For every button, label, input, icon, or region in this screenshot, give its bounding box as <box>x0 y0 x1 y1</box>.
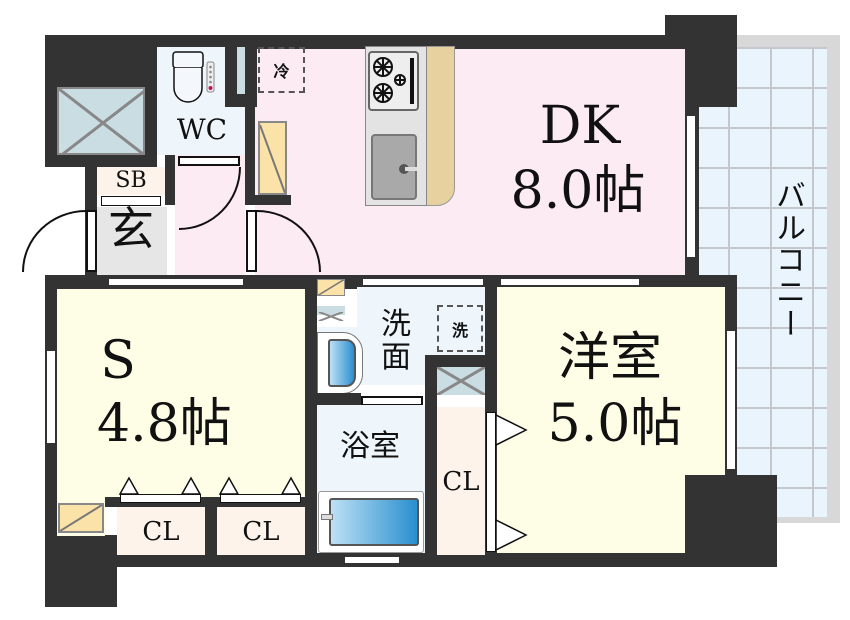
room-washroom-name-1: 洗 <box>381 307 411 342</box>
closet-s-left-label: CL <box>142 517 180 547</box>
closet-s-right: CL <box>217 507 305 555</box>
stove <box>368 51 419 111</box>
s-cabinet <box>58 503 104 533</box>
wall-wash-right <box>425 355 437 565</box>
wc-door[interactable] <box>178 156 240 166</box>
room-s-name: S <box>100 331 136 391</box>
wash-basin <box>317 332 363 394</box>
front-door[interactable] <box>86 210 97 272</box>
window-bath[interactable] <box>344 556 400 564</box>
cabinet-small <box>317 279 345 296</box>
room-wc-name: WC <box>176 113 228 146</box>
room-s <box>57 289 305 501</box>
column-bottom-right-top <box>685 475 777 567</box>
dk-door[interactable] <box>246 210 257 272</box>
pipe-shaft-wc <box>237 47 245 94</box>
closet-western-door-markers <box>496 414 528 550</box>
window-western-balcony[interactable] <box>726 330 736 470</box>
wall-s-wash <box>305 275 317 565</box>
room-dk-name: DK <box>539 96 621 156</box>
sliding-door-washroom[interactable] <box>362 278 484 286</box>
balcony-label: バルコニー <box>770 180 805 340</box>
wall-wash-bath <box>317 393 361 405</box>
room-dk <box>255 49 685 275</box>
shoe-box: SB <box>97 167 165 195</box>
sliding-door-s-dk[interactable] <box>108 278 244 286</box>
bath-faucet-icon <box>321 514 333 520</box>
closet-western-label: CL <box>442 467 480 497</box>
bathtub <box>318 491 424 553</box>
faucet-spout <box>405 167 417 171</box>
shoe-box-label: SB <box>115 168 147 193</box>
room-bath-name: 浴室 <box>340 429 400 464</box>
room-entrance <box>97 207 167 275</box>
fridge-space: 冷 <box>258 47 305 93</box>
window-dk-balcony[interactable] <box>686 115 696 258</box>
kitchen-cabinet <box>258 121 287 195</box>
room-western-size: 5.0帖 <box>547 394 683 454</box>
wash-basin-bowl <box>328 339 356 387</box>
closet-divider <box>205 497 217 555</box>
column-bottom-left <box>45 535 117 607</box>
room-western-name: 洋室 <box>557 328 662 388</box>
faucet-icon <box>399 164 409 174</box>
shoe-box-doors <box>101 196 161 206</box>
washer-space: 洗 <box>437 305 483 352</box>
room-washroom-name-2: 面 <box>381 340 411 375</box>
closet-s-right-label: CL <box>242 517 280 547</box>
pipe-shaft-small <box>317 306 345 322</box>
wc-wall-right-2 <box>245 47 255 205</box>
entrance-wall-mid <box>165 155 177 205</box>
pipe-shaft-wash <box>437 367 485 395</box>
closet-western-door[interactable] <box>486 412 496 552</box>
balcony: バルコニー <box>692 35 840 523</box>
closet-s-left: CL <box>117 507 205 555</box>
closet-door-markers <box>118 476 302 495</box>
toilet-icon <box>171 50 219 106</box>
closet-s-left-doors[interactable] <box>120 494 201 503</box>
wall-wash-closet <box>425 355 497 367</box>
cabinet-wall-stub <box>255 195 291 205</box>
room-dk-size: 8.0帖 <box>510 161 646 221</box>
pipe-shaft-left <box>57 87 145 155</box>
window-s-left[interactable] <box>46 350 56 444</box>
bathtub-basin <box>329 498 419 546</box>
outer-wall-bottom <box>45 553 775 567</box>
burner-icon <box>373 57 414 104</box>
room-s-size: 4.8帖 <box>97 394 232 454</box>
kitchen-sink <box>371 134 417 200</box>
room-entrance-name: 玄 <box>108 202 154 256</box>
closet-western: CL <box>437 407 485 555</box>
sliding-door-western[interactable] <box>500 278 640 286</box>
outer-wall-top <box>45 35 690 49</box>
closet-s-right-doors[interactable] <box>220 494 301 503</box>
